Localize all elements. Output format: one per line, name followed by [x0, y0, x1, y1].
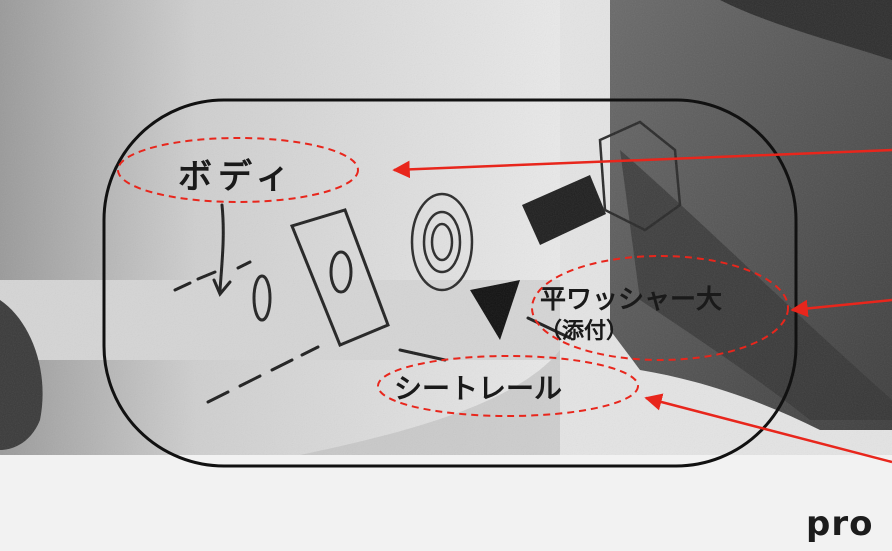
label-body: ボディ — [178, 157, 296, 197]
label-seat-rail: シートレール — [394, 372, 562, 405]
label-flat-washer: 平ワッシャー大 — [540, 285, 722, 315]
arrow-seat-rail — [644, 393, 892, 464]
arrow-body — [392, 148, 892, 179]
caption-text: pro — [806, 504, 874, 544]
highlight-seat-rail — [377, 355, 639, 417]
pointer-arrows — [392, 148, 892, 464]
highlight-ellipses — [117, 137, 789, 417]
label-flat-washer-note: （添付） — [540, 319, 628, 344]
arrow-flat-washer — [790, 298, 892, 318]
callout-outline — [102, 98, 798, 468]
highlight-body — [117, 137, 359, 203]
highlight-flat-washer — [531, 255, 789, 361]
